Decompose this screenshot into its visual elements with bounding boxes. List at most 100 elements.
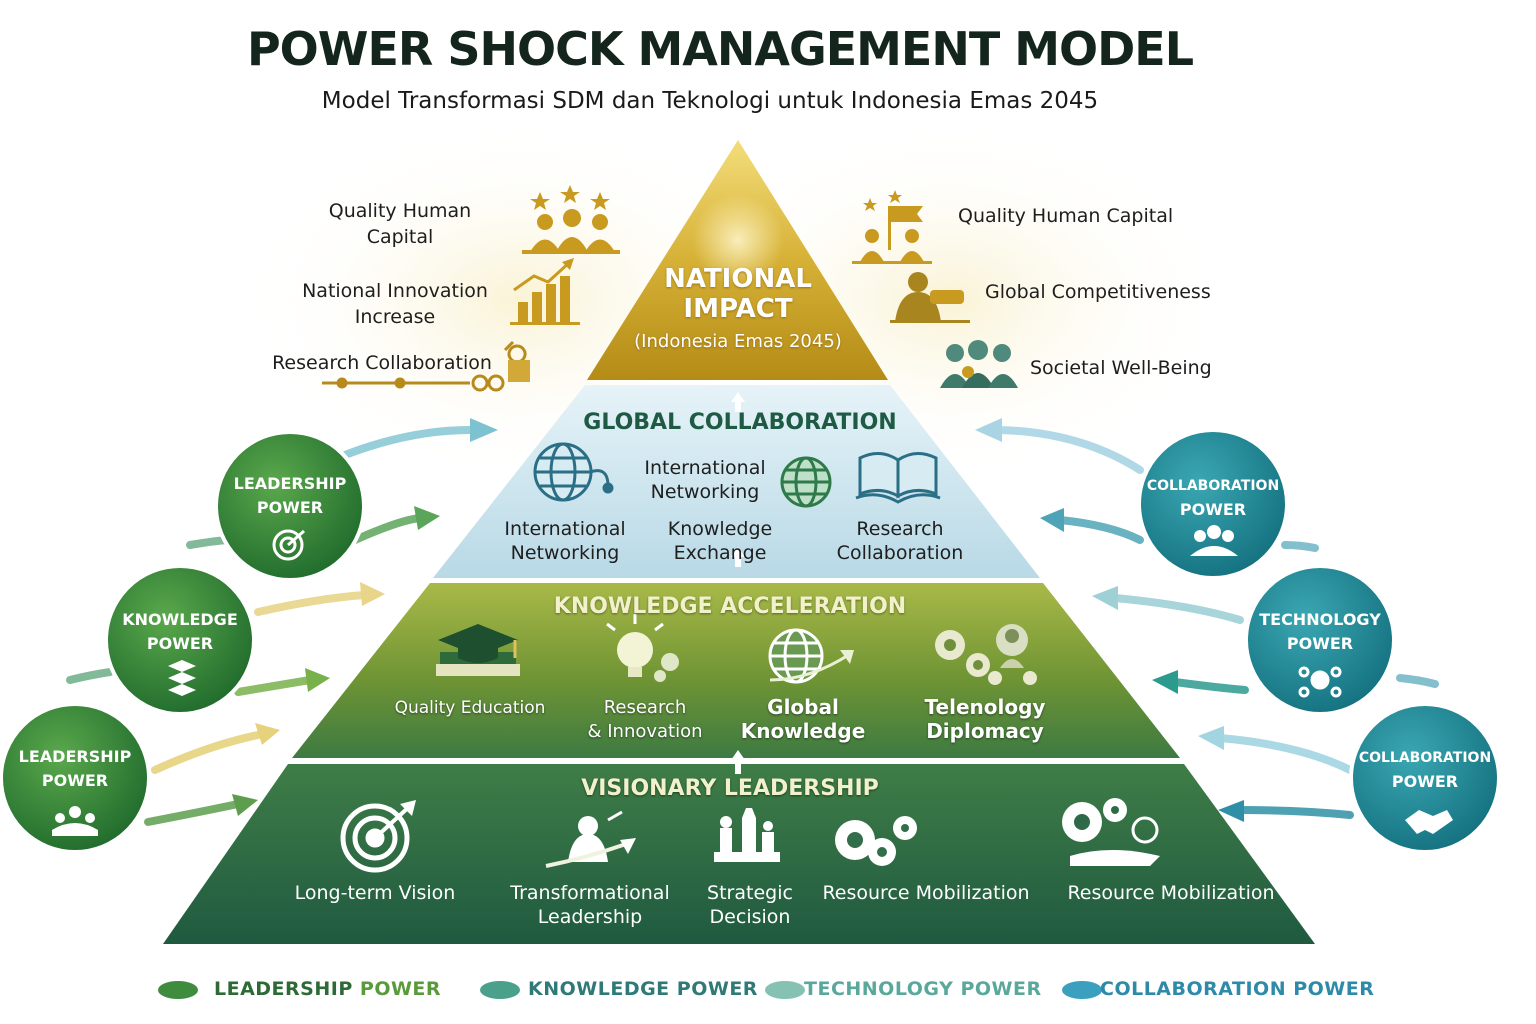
- handshake-icon: [1405, 810, 1453, 834]
- item-line: Transformational: [510, 882, 670, 904]
- right-flow-arrows: [996, 426, 1439, 819]
- circle-line: POWER: [41, 771, 109, 790]
- community-icon: [940, 340, 1018, 388]
- item-line: Research: [856, 518, 944, 540]
- circle-line: LEADERSHIP: [233, 474, 347, 493]
- item-line: International: [644, 457, 766, 479]
- chess-icon: [714, 808, 780, 862]
- page-title: POWER SHOCK MANAGEMENT MODEL: [246, 22, 1194, 76]
- handshake-icon: [890, 272, 970, 323]
- tier-knowledge-acceleration: [292, 583, 1180, 758]
- circle-line: POWER: [1391, 772, 1459, 791]
- item-line: Research: [603, 697, 687, 718]
- visionary-leadership-title: VISIONARY LEADERSHIP: [581, 776, 879, 801]
- gears-people-icon: [935, 624, 1037, 685]
- people-icon: [1190, 525, 1238, 556]
- item-line: Networking: [510, 542, 620, 564]
- legend-leadership-power: LEADERSHIP POWER: [214, 978, 441, 1000]
- item-line: Diplomacy: [926, 719, 1044, 743]
- item-line: Telenology: [924, 695, 1046, 719]
- globe-icon: [780, 456, 832, 508]
- right-flow-arrowheads: [975, 418, 1244, 822]
- right-label-societal-well-being: Societal Well-Being: [1030, 357, 1212, 379]
- circle-line: POWER: [1179, 500, 1247, 519]
- circle-label-technology-power: TECHNOLOGY POWER: [1246, 608, 1394, 656]
- left-label-research-collaboration: Research Collaboration: [272, 352, 492, 374]
- left-flow-arrowheads: [232, 418, 498, 816]
- item-line: Exchange: [673, 542, 767, 564]
- left-label-quality-human-capital: Quality Human Capital: [300, 198, 500, 250]
- knowledge-acceleration-title: KNOWLEDGE ACCELERATION: [553, 594, 907, 619]
- circle-label-leadership-power-top: LEADERSHIP POWER: [216, 472, 364, 520]
- item-line: International: [504, 518, 626, 540]
- right-label-global-competitiveness: Global Competitiveness: [985, 281, 1211, 303]
- left-label-line: National Innovation: [302, 280, 488, 302]
- legend-knowledge-power: KNOWLEDGE POWER: [528, 978, 758, 1000]
- global-top-item: International Networking: [630, 456, 780, 504]
- flag-team-icon: [852, 190, 932, 264]
- visionary-item-resource-mobilization-2: Resource Mobilization: [1067, 882, 1275, 904]
- apex-subtitle: (Indonesia Emas 2045): [634, 331, 842, 352]
- lightbulb-icon: [606, 614, 679, 682]
- global-item-knowledge-exchange: Knowledge Exchange: [650, 517, 790, 565]
- apex-title-line2: IMPACT: [683, 294, 793, 324]
- target-icon: [340, 800, 416, 873]
- circle-label-collaboration-power-bottom: COLLABORATION POWER: [1351, 746, 1499, 794]
- knowledge-item-quality-education: Quality Education: [394, 698, 546, 718]
- right-label-quality-human-capital: Quality Human Capital: [958, 205, 1174, 227]
- knowledge-item-telenology-diplomacy: Telenology Diplomacy: [900, 695, 1070, 743]
- circle-line: LEADERSHIP: [18, 747, 132, 766]
- circle-leadership-power-bottom: [0, 702, 151, 854]
- left-label-line: Quality Human: [328, 200, 472, 222]
- page-subtitle: Model Transformasi SDM dan Teknologi unt…: [321, 88, 1099, 114]
- circle-line: KNOWLEDGE: [122, 610, 238, 629]
- connector-arrow-icon: [731, 392, 745, 412]
- legend-swatch-leadership: [158, 981, 198, 999]
- globe-network-icon: [533, 442, 614, 502]
- circle-line: POWER: [146, 634, 214, 653]
- item-line: Decision: [709, 906, 791, 928]
- research-icon: [322, 340, 530, 392]
- visionary-item-transformational-leadership: Transformational Leadership: [495, 881, 685, 929]
- circle-knowledge-power: [104, 564, 256, 716]
- graduation-cap-icon: [436, 624, 520, 676]
- legend-text: LEADERSHIP: [214, 978, 353, 1000]
- item-line: Networking: [650, 481, 760, 503]
- apex-title-line1: NATIONAL: [664, 264, 812, 294]
- gears-icon: [835, 816, 917, 866]
- leader-arrow-icon: [545, 810, 636, 868]
- connector-arrow-icon: [731, 750, 745, 774]
- globe-arrow-icon: [768, 628, 854, 684]
- knowledge-item-research-innovation: Research & Innovation: [570, 696, 720, 744]
- tier-global-collaboration: [433, 385, 1040, 578]
- circle-leadership-power-top: [214, 430, 366, 582]
- circle-line: POWER: [1286, 634, 1354, 653]
- legend-swatch-knowledge: [480, 981, 520, 999]
- connector-arrow-icon: [731, 547, 745, 567]
- item-line: Knowledge: [667, 518, 773, 540]
- item-line: Collaboration: [836, 542, 964, 564]
- legend-technology-power: TECHNOLOGY POWER: [804, 978, 1042, 1000]
- circle-label-leadership-power-bottom: LEADERSHIP POWER: [1, 745, 149, 793]
- global-collaboration-title: GLOBAL COLLABORATION: [583, 410, 897, 435]
- legend-swatch-collaboration: [1062, 981, 1102, 999]
- circle-line: POWER: [256, 498, 324, 517]
- legend-swatch-technology: [765, 981, 805, 999]
- legend-collaboration-power: COLLABORATION POWER: [1100, 978, 1375, 1000]
- item-line: Leadership: [537, 906, 643, 928]
- global-item-international-networking: International Networking: [490, 517, 640, 565]
- apex-title: NATIONAL IMPACT: [600, 264, 876, 324]
- global-item-research-collaboration: Research Collaboration: [822, 517, 978, 565]
- circle-technology-power: [1244, 564, 1396, 716]
- gear-hand-icon: [1062, 798, 1160, 866]
- item-line: Knowledge: [740, 719, 866, 743]
- circle-collaboration-power-top: [1137, 428, 1289, 580]
- team-icon: [52, 806, 98, 836]
- blocks-icon: [168, 660, 196, 696]
- left-label-line: Capital: [366, 226, 434, 248]
- open-book-icon: [855, 452, 941, 504]
- circle-line: COLLABORATION: [1146, 478, 1280, 494]
- circle-label-knowledge-power: KNOWLEDGE POWER: [106, 608, 254, 656]
- item-line: Global: [767, 695, 839, 719]
- visionary-item-long-term-vision: Long-term Vision: [294, 882, 456, 904]
